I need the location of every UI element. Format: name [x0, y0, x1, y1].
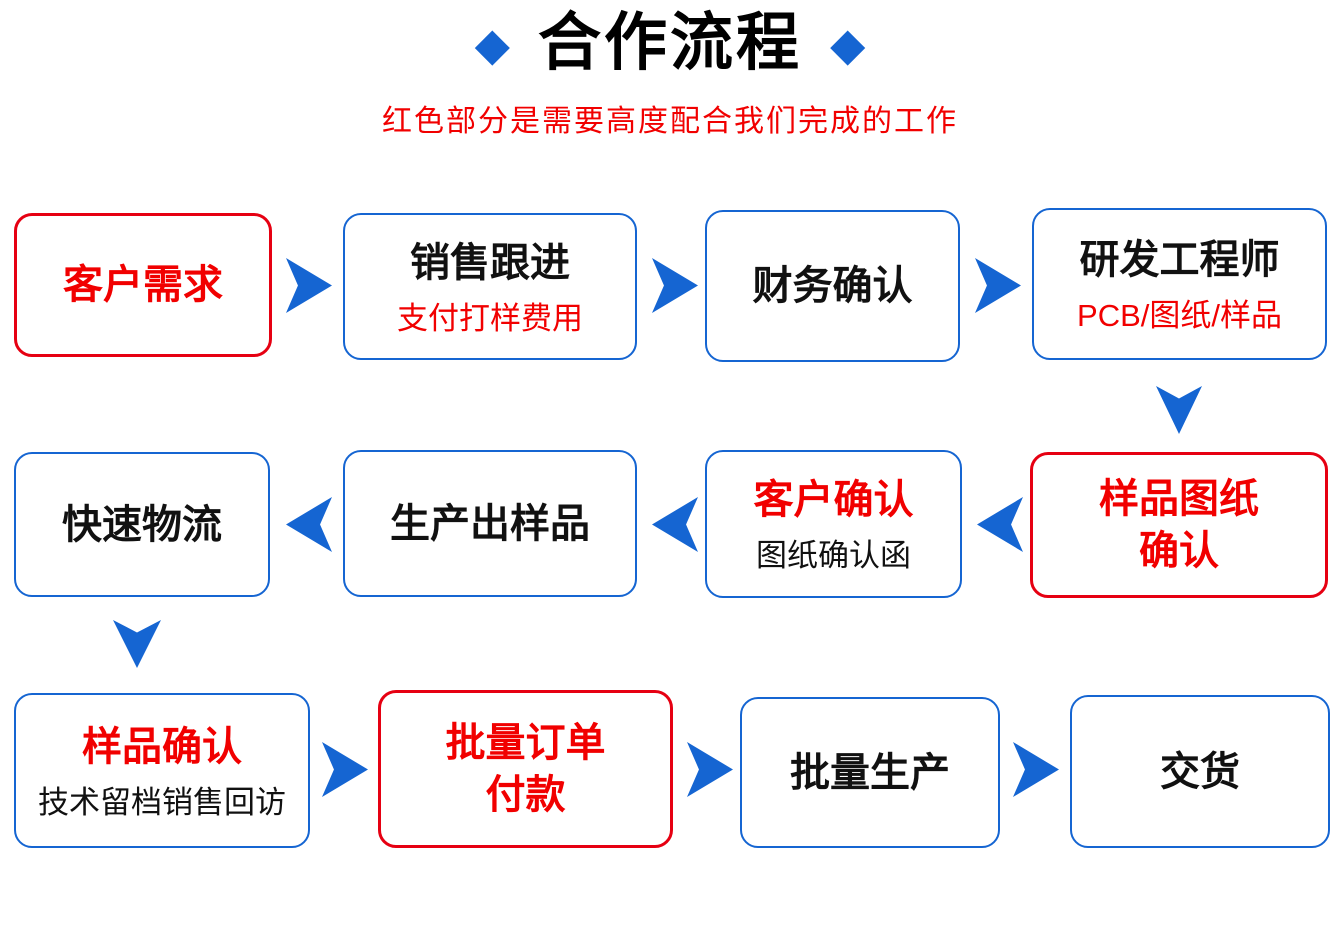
arrow-right-icon [322, 742, 368, 797]
node-title: 研发工程师 [1079, 238, 1280, 283]
node-subtitle: 技术留档销售回访 [38, 784, 286, 820]
node-title: 快速物流 [62, 502, 222, 547]
arrow-left-icon [977, 497, 1023, 552]
flow-node-bulk-production: 批量生产 [740, 697, 1000, 848]
flow-node-finance-confirmation: 财务确认 [705, 210, 960, 362]
arrow-left-icon [286, 497, 332, 552]
flow-node-rd-engineer: 研发工程师 PCB/图纸/样品 [1032, 208, 1327, 360]
node-title: 批量订单 付款 [445, 721, 606, 817]
node-title: 财务确认 [752, 264, 913, 308]
flow-node-sales-follow-up: 销售跟进 支付打样费用 [343, 213, 637, 360]
diamond-icon: ◆ [830, 17, 866, 70]
flow-node-customer-demand: 客户需求 [14, 213, 272, 357]
flow-node-sample-production: 生产出样品 [343, 450, 637, 597]
node-title: 样品确认 [82, 724, 242, 769]
node-title: 样品图纸 确认 [1099, 477, 1259, 573]
page-header: ◆ 合作流程 ◆ 红色部分是需要高度配合我们完成的工作 [0, 6, 1340, 140]
node-title: 生产出样品 [390, 501, 590, 546]
title-row: ◆ 合作流程 ◆ [0, 6, 1340, 82]
page-subtitle: 红色部分是需要高度配合我们完成的工作 [382, 104, 958, 138]
node-subtitle: 图纸确认函 [756, 538, 911, 574]
arrow-right-icon [1013, 742, 1059, 797]
node-title: 交货 [1160, 749, 1240, 794]
diamond-icon: ◆ [474, 17, 510, 70]
arrow-right-icon [687, 742, 733, 797]
flow-node-sample-confirmation: 样品确认 技术留档销售回访 [14, 693, 310, 848]
node-title: 批量生产 [790, 750, 950, 795]
node-subtitle: 支付打样费用 [397, 300, 583, 336]
arrow-down-icon [113, 620, 161, 668]
arrow-right-icon [975, 258, 1021, 313]
arrow-right-icon [286, 258, 332, 313]
node-subtitle: PCB/图纸/样品 [1077, 298, 1282, 334]
arrow-down-icon [1156, 386, 1202, 434]
page-title: 合作流程 [538, 8, 802, 78]
node-title: 销售跟进 [410, 240, 570, 285]
flow-node-fast-logistics: 快速物流 [14, 452, 270, 597]
node-title: 客户需求 [63, 263, 223, 307]
flow-node-customer-confirmation: 客户确认 图纸确认函 [705, 450, 962, 598]
flow-node-bulk-order-payment: 批量订单 付款 [378, 690, 673, 848]
flow-node-sample-drawing-confirmation: 样品图纸 确认 [1030, 452, 1328, 598]
arrow-right-icon [652, 258, 698, 313]
node-title: 客户确认 [753, 478, 914, 523]
arrow-left-icon [652, 497, 698, 552]
flow-node-delivery: 交货 [1070, 695, 1330, 848]
